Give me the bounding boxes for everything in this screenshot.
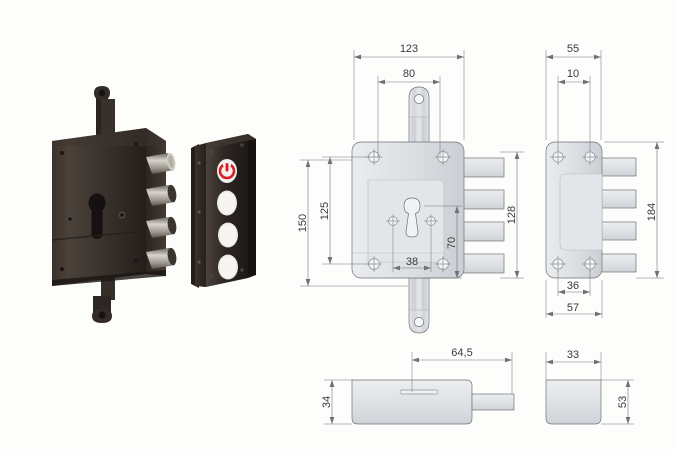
photo-lock-body [51,86,177,323]
photo-bolt-3 [146,216,177,238]
dim-34: 34 [321,396,333,408]
dim-125: 125 [319,202,331,220]
section-left-view [351,379,515,425]
front-view [351,86,505,334]
front-view-top-tab [408,86,430,147]
dim-36: 36 [567,280,579,292]
front-view-dimensions [300,50,524,287]
section-left-body [351,379,473,425]
front-view-bolts [459,157,505,274]
photo-bolts [146,152,177,269]
dim-150: 150 [297,214,309,232]
dim-184: 184 [646,203,658,221]
front-view-bottom-tab [408,277,430,334]
dim-55: 55 [567,43,579,55]
section-right-body [545,379,602,425]
photo-bolt-1 [146,152,176,174]
section-right-dimensions [545,352,634,425]
strike-view [545,141,637,279]
dim-80: 80 [403,68,415,80]
photo-keyhole [66,193,126,239]
front-view-fixing-holes [366,149,451,272]
photo-bolt-4 [146,247,177,269]
section-left-bolt [471,393,515,411]
photo-mounting-tab-top [94,86,115,143]
dim-128: 128 [506,206,518,224]
dim-645: 64,5 [451,347,472,359]
strike-view-fixing-holes [550,149,598,272]
dim-123: 123 [400,43,418,55]
power-logo [217,159,237,183]
dim-33: 33 [567,349,579,361]
dim-38: 38 [406,256,418,268]
dim-57: 57 [567,302,579,314]
dim-53: 53 [617,396,629,408]
photo-bolt-2 [146,184,177,206]
dim-70: 70 [446,237,458,249]
dim-10: 10 [567,68,579,80]
front-view-cylinder [386,197,438,238]
photo-strike-plate [191,134,256,288]
section-left-dimensions [324,352,513,425]
section-right-view [545,379,602,425]
strike-view-dimensions [545,50,664,318]
